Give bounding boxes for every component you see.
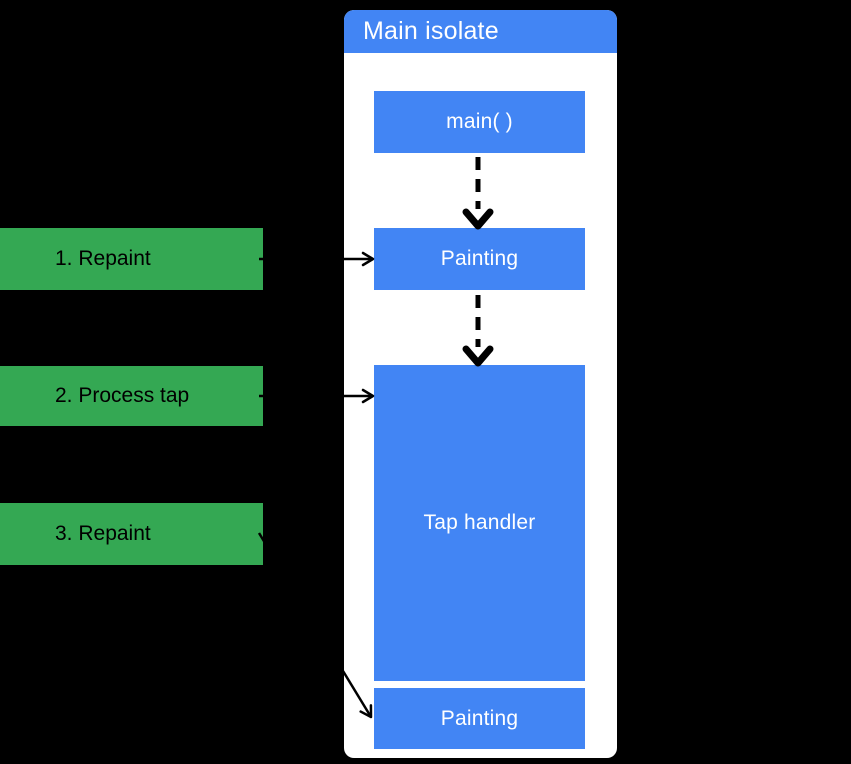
step-label-process-tap: 2. Process tap: [0, 366, 263, 426]
box-tap-handler-label: Tap handler: [423, 511, 536, 534]
box-main: main( ): [374, 91, 585, 153]
box-painting-1: Painting: [374, 228, 585, 290]
step-label-text: 1. Repaint: [55, 247, 151, 270]
box-painting-1-label: Painting: [440, 247, 519, 270]
step-label-text: 2. Process tap: [55, 384, 190, 407]
box-tap-handler: Tap handler: [374, 365, 585, 681]
box-painting-2-label: Painting: [440, 706, 519, 730]
main-isolate-panel: Main isolate main( ) Painting Tap handle…: [344, 10, 617, 758]
panel-header: Main isolate: [344, 10, 617, 53]
step-label-text: 3. Repaint: [55, 522, 151, 545]
step-label-repaint-3: 3. Repaint: [0, 503, 263, 565]
panel-title: Main isolate: [363, 17, 499, 45]
box-painting-2: Painting: [374, 688, 585, 749]
box-main-label: main( ): [446, 110, 513, 133]
step-label-repaint-1: 1. Repaint: [0, 228, 263, 290]
